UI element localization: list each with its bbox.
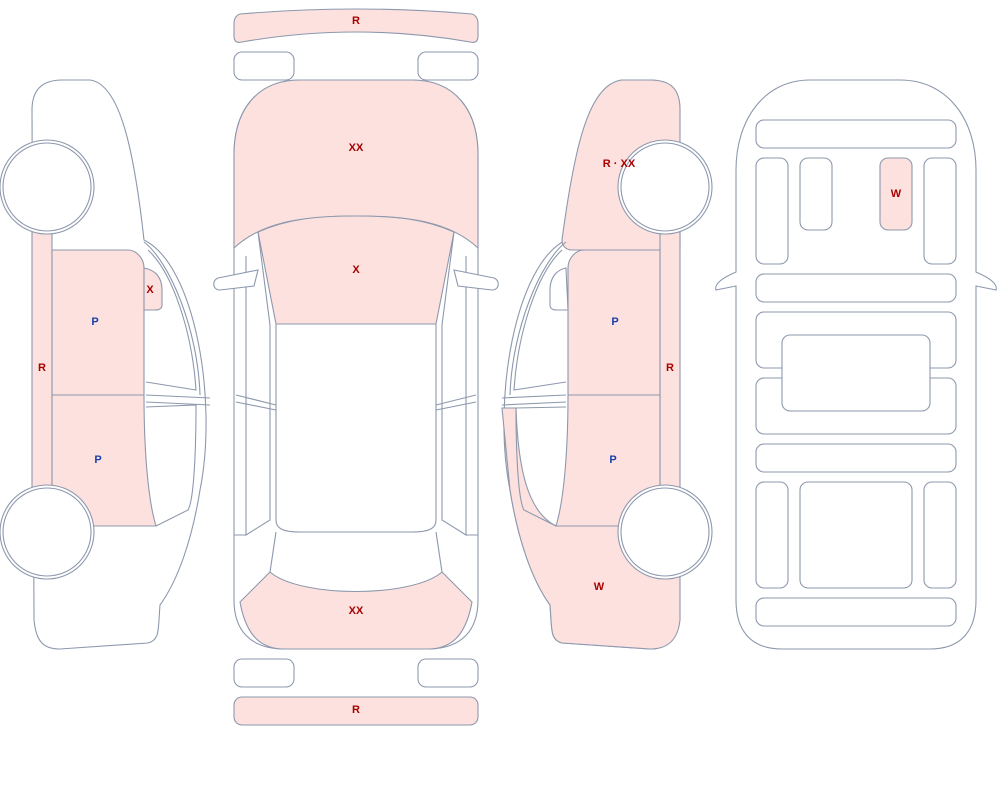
right-side-view: R · XX P P R W [501,79,713,650]
rear-panel-right [923,481,957,589]
rear-left-plate [233,658,295,688]
front-panel-1 [755,157,789,265]
interior-view: W [715,79,997,650]
rear-window-edges [269,531,443,573]
right-b-pillar [501,394,567,406]
front-seat-row [755,273,957,303]
right-front-fender-code: R · XX [603,158,636,170]
left-mirror-code: X [146,284,154,296]
left-rear-window [145,404,197,527]
right-rocker-code: R [666,362,674,374]
trunk-lid[interactable] [239,571,473,650]
left-rocker-code: R [38,362,46,374]
top-b-pillars [235,394,477,411]
front-panel-3[interactable] [879,157,913,231]
left-front-door[interactable] [51,249,145,396]
right-rear-door-code: P [609,454,616,466]
right-front-window [513,249,567,391]
left-mirror[interactable] [143,267,163,311]
left-front-window [145,249,197,391]
rear-panel-left [755,481,789,589]
right-front-door-code: P [611,316,618,328]
left-rear-wheel [2,487,92,577]
trunk-lid-code: XX [349,605,364,617]
left-front-door-code: P [91,316,98,328]
left-side-glass [245,231,271,536]
right-rear-window [515,406,567,527]
top-left-mirror [213,269,259,291]
rear-bumper-code: R [352,704,360,716]
front-bumper-code: R [352,15,360,27]
rear-bumper[interactable] [233,696,479,726]
right-rear-quarter-panel[interactable] [501,407,681,650]
dashboard-panel [755,119,957,149]
right-rear-wheel [620,487,710,577]
left-front-wheel [2,142,92,232]
windshield[interactable] [257,215,455,325]
top-view: R XX X XX R [213,8,499,726]
front-panel-2 [799,157,833,231]
left-b-pillar [145,394,211,406]
rear-panel-center [799,481,913,589]
rear-seat-row [755,443,957,473]
center-console [781,334,931,412]
cargo-panel [755,597,957,627]
top-right-mirror [453,269,499,291]
roof-outline [275,324,437,533]
right-mirror [549,267,569,311]
right-front-wheel [620,142,710,232]
rear-right-plate [417,658,479,688]
windshield-code: X [352,264,360,276]
front-right-plate [417,51,479,81]
front-left-plate [233,51,295,81]
front-bumper[interactable] [233,8,479,43]
right-a-pillar [509,241,567,396]
left-rear-door-code: P [94,454,101,466]
front-panel-3-code: W [891,188,902,200]
hood-code: XX [349,142,364,154]
right-side-glass [441,231,467,536]
front-panel-4 [923,157,957,265]
left-side-view: R X P P [0,79,211,650]
right-front-door[interactable] [567,249,661,396]
right-rear-quarter-code: W [594,581,605,593]
left-a-pillar [143,241,201,396]
